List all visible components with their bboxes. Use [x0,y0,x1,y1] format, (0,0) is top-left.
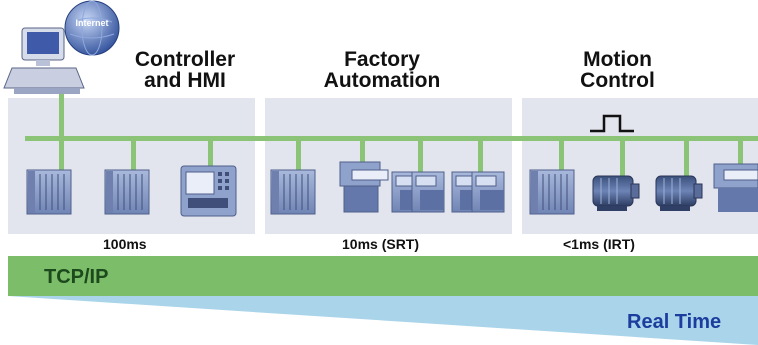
segment-title-line2: Automation [323,69,441,92]
device-drops [59,140,743,176]
plc-rack-icon [270,169,316,215]
real-time-wedge [8,296,758,345]
real-time-label: Real Time [627,311,722,333]
segment-title-motion: Motion Control [560,49,675,91]
timing-label-motion: <1ms (IRT) [563,236,635,252]
network-bus [25,136,758,141]
square-pulse-icon [590,114,634,133]
computer-icon [3,27,85,94]
plc-rack-icon [104,169,150,215]
hmi-panel-icon [180,165,237,217]
tcp-ip-label: TCP/IP [44,266,109,288]
drive-unit-icon [713,163,758,212]
segment-title-factory: Factory Automation [302,49,462,91]
segment-title-line2: Control [580,69,655,92]
segment-title-line2: and HMI [144,69,226,92]
globe-icon [64,0,120,56]
plc-rack-icon [26,169,72,215]
computer-drop-line [59,92,64,139]
drive-unit-icon [391,171,445,213]
internet-label: Internet [75,18,108,28]
timing-label-controller: 100ms [103,236,147,252]
segment-title-line1: Controller [134,48,236,71]
plc-rack-icon [529,169,575,215]
segment-title-line1: Motion [583,48,652,71]
drive-unit-icon [451,171,505,213]
drive-unit-icon [339,161,389,213]
segment-title-line1: Factory [344,48,420,71]
timing-label-factory: 10ms (SRT) [342,236,420,252]
segment-title-controller: Controller and HMI [110,49,260,91]
tcp-ip-bar [8,256,758,296]
